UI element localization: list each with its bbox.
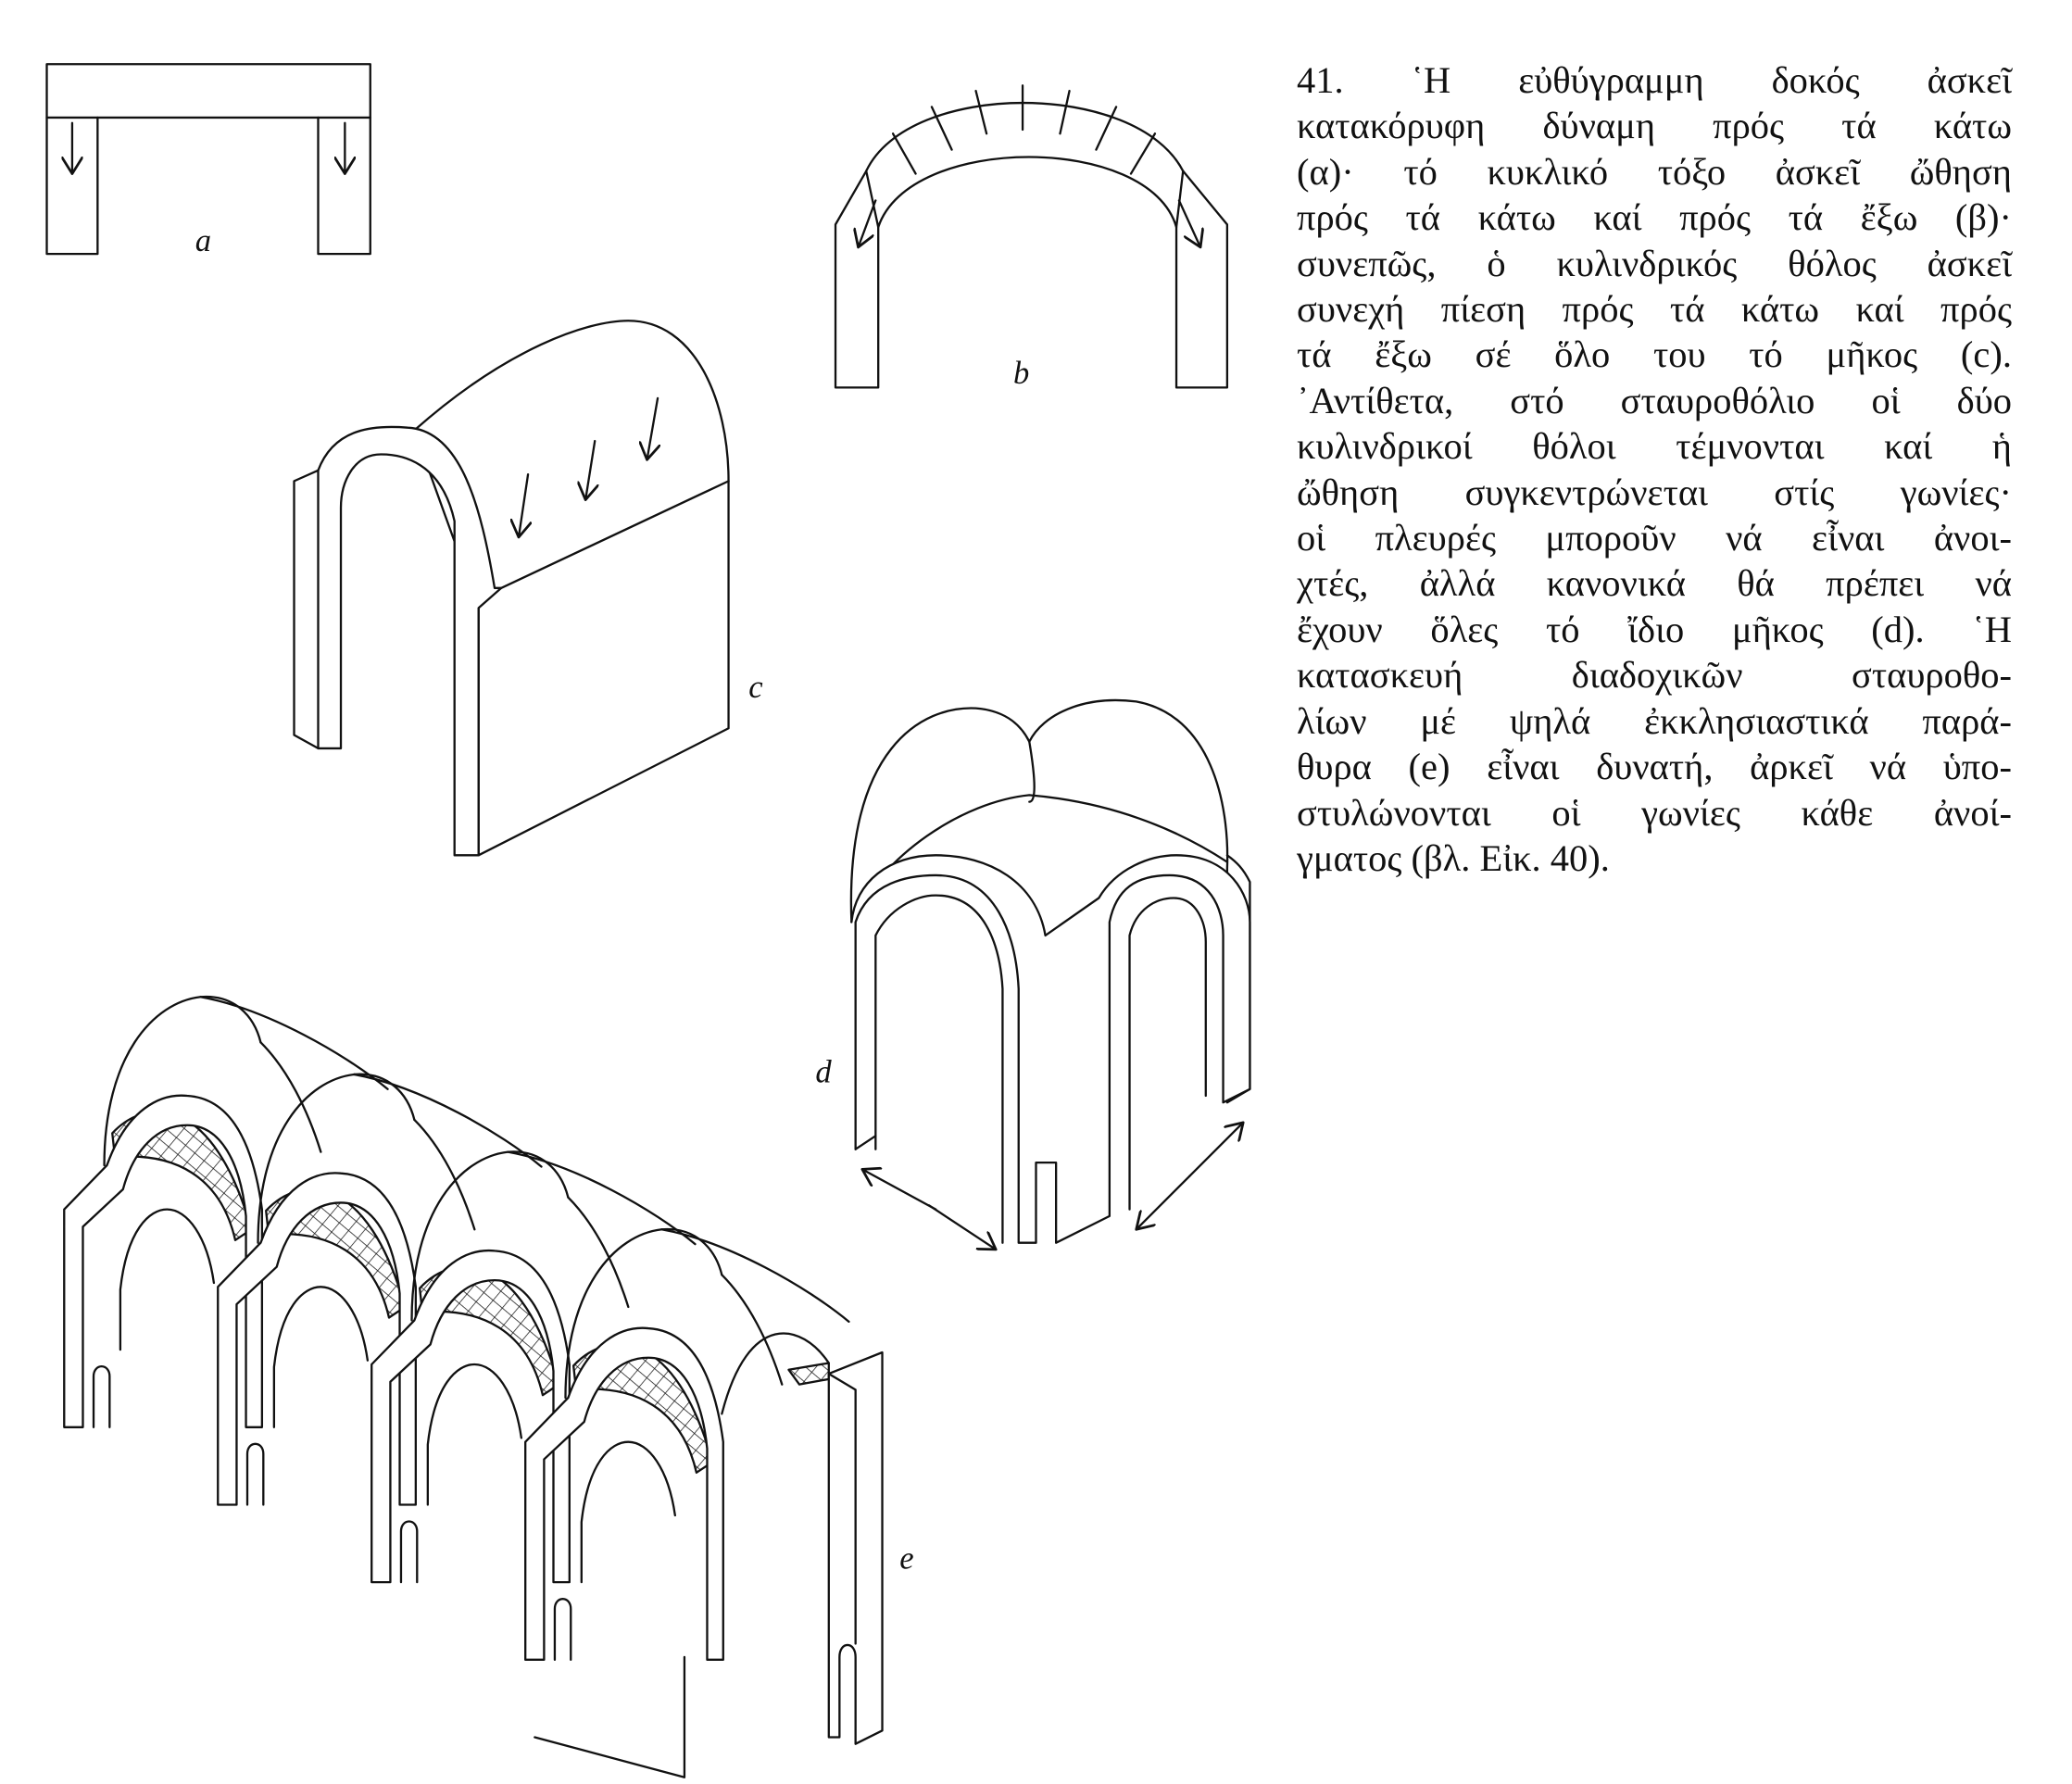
caption-line: κατακόρυφη δύναμη πρός τά κάτω [1297,105,2012,147]
caption-line: θυρα (e) εἶναι δυνατή, ἀρκεῖ νά ὑπο- [1297,746,2012,788]
caption-line: ᾿Αντίθετα, στό σταυροθόλιο οἱ δύο [1297,379,2012,421]
caption-line: ἔχουν ὅλες τό ἴδιο μῆκος (d). ῾Η [1297,608,2012,650]
caption-line: τά ἔξω σέ ὅλο του τό μῆκος (c). [1297,333,2012,376]
figure-caption: 41. ῾Η εὐθύγραμμη δοκός ἀσκεῖ κατακόρυφη… [1297,57,2012,881]
caption-line: 41. ῾Η εὐθύγραμμη δοκός ἀσκεῖ [1297,59,2012,101]
caption-line: κυλινδρικοί θόλοι τέμνονται καί ἡ [1297,425,2012,468]
figure-b-arch: b [834,84,1229,391]
caption-line: κατασκευή διαδοχικῶν σταυροθο- [1297,654,2012,697]
caption-line: οἱ πλευρές μποροῦν νά εἶναι ἀνοι- [1297,517,2012,559]
caption-line: λίων μέ ψηλά ἐκκλησιαστικά παρά- [1297,699,2012,742]
caption-line: συνεχή πίεση πρός τά κάτω καί πρός [1297,288,2012,331]
caption-line: γματος (βλ. Εἰκ. 40). [1297,836,1610,879]
caption-line: χτές, ἀλλά κανονικά θά πρέπει νά [1297,562,2012,605]
figure-label-b: b [1013,356,1029,391]
caption-line: ὤθηση συγκεντρώνεται στίς γωνίες· [1297,471,2012,513]
figure-c-barrel-vault: c [293,320,763,857]
figure-label-e: e [899,1541,913,1577]
caption-line: συνεπῶς, ὁ κυλινδρικός θόλος ἀσκεῖ [1297,242,2012,284]
figure-e-successive-vaults: e [63,995,914,1778]
figure-label-c: c [748,670,762,705]
figure-label-d: d [815,1055,832,1090]
caption-line: πρός τά κάτω καί πρός τά ἔξω (β)· [1297,196,2012,239]
figure-label-a: a [195,223,211,258]
caption-line: στυλώνονται οἱ γωνίες κάθε ἀνοί- [1297,791,2012,834]
figure-a-post-and-lintel: a [45,63,371,258]
figure-d-cross-vault: d [815,698,1251,1250]
caption-line: (α)· τό κυκλικό τόξο ἀσκεῖ ὤθηση [1297,150,2012,193]
